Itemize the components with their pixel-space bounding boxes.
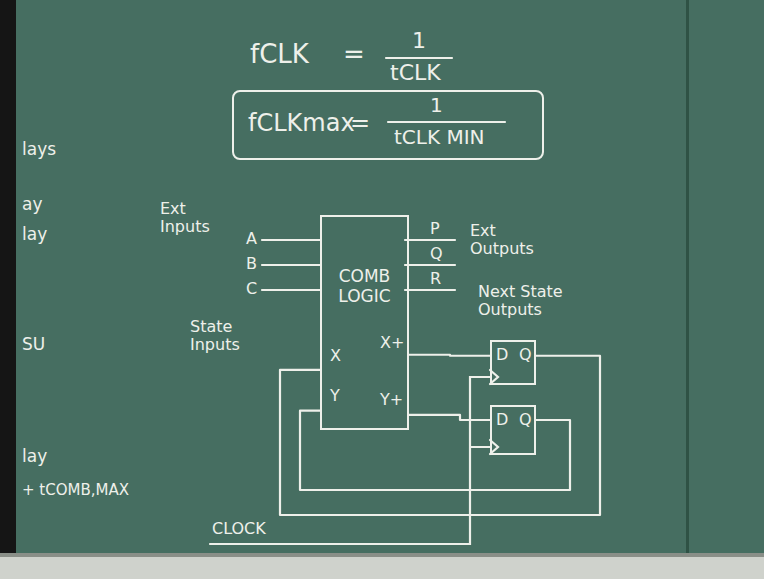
signal-name: C: [246, 280, 257, 298]
node-pin-label: X: [330, 347, 341, 365]
formula-term: tCLK: [390, 60, 441, 85]
node-title: COMB LOGIC: [322, 267, 407, 306]
signal-name: P: [430, 219, 440, 238]
formula-term: fCLK: [250, 40, 309, 70]
formula-term: 1: [412, 28, 426, 53]
signal-name: B: [246, 254, 257, 273]
partial-note: ay: [22, 194, 42, 214]
formula-term: =: [343, 39, 365, 69]
node-title: D: [496, 346, 508, 364]
node-pin-label: 1: [430, 94, 443, 117]
node-pin-label: Y: [330, 387, 340, 405]
partial-note: lay: [22, 224, 47, 244]
partial-note: SU: [22, 335, 45, 355]
group-label: Ext Outputs: [470, 222, 550, 259]
partial-note: lays: [22, 139, 56, 159]
partial-note: + tCOMB,MAX: [22, 481, 129, 499]
group-label: Next State Outputs: [478, 283, 583, 320]
chalk-ledge-edge: [0, 553, 764, 557]
signal-name: Q: [430, 244, 443, 263]
clock-label: CLOCK: [212, 520, 266, 538]
wire: [280, 356, 600, 515]
partial-note: lays: [22, 140, 56, 160]
partial-note: + tCOMB,MAX: [22, 482, 129, 499]
board-seam: [686, 0, 689, 553]
group-label: Next State Outputs: [478, 282, 563, 319]
node-pin-label: Q: [519, 346, 532, 364]
node-pin-label: tCLK MIN: [394, 126, 485, 149]
signal-name: A: [246, 230, 257, 248]
flip-flop: DQ: [490, 340, 536, 385]
clock-label: CLOCK: [212, 519, 266, 538]
partial-note: lay: [22, 447, 47, 467]
flip-flop: DQ: [490, 405, 536, 455]
partial-note: SU: [22, 334, 45, 354]
node-pin-label: Y+: [380, 391, 403, 409]
node-pin-label: X+: [380, 334, 404, 352]
input-wires: [262, 240, 320, 290]
signal-name: Q: [430, 245, 443, 263]
node-title: D: [496, 411, 508, 429]
signal-name: B: [246, 255, 257, 273]
signal-name: A: [246, 229, 257, 248]
clock-wire: [210, 377, 490, 544]
partial-note: lay: [22, 446, 47, 466]
wire: [300, 411, 570, 490]
signal-name: C: [246, 279, 257, 298]
group-label: Ext Outputs: [470, 221, 534, 258]
partial-note: lay: [22, 225, 47, 245]
formula-term: 1: [412, 28, 426, 53]
signal-name: R: [430, 269, 441, 288]
fraction-bar: [388, 121, 505, 123]
formula-box: fCLKmax= 1 tCLK MIN: [232, 90, 544, 160]
partial-note: ay: [22, 195, 42, 215]
group-label: State Inputs: [190, 317, 240, 354]
output-wires: [405, 240, 455, 290]
comb-logic-block: COMB LOGIC X Y X+ Y+: [320, 215, 409, 430]
group-label: Ext Inputs: [160, 200, 230, 237]
signal-name: P: [430, 220, 440, 238]
group-label: State Inputs: [190, 318, 262, 355]
formula-term: tCLK: [390, 60, 441, 85]
group-label: Ext Inputs: [160, 199, 210, 236]
fraction-bar: [386, 57, 452, 59]
node-title: fCLKmax: [248, 110, 355, 138]
formula-term: =: [343, 40, 365, 70]
formula-term: fCLK: [250, 39, 309, 69]
node-pin-label: =: [350, 110, 370, 138]
signal-name: R: [430, 270, 441, 288]
board-frame: [0, 0, 16, 579]
wire: [409, 355, 490, 356]
wire: [409, 415, 490, 420]
chalk-ledge: [0, 553, 764, 579]
node-pin-label: Q: [519, 411, 532, 429]
